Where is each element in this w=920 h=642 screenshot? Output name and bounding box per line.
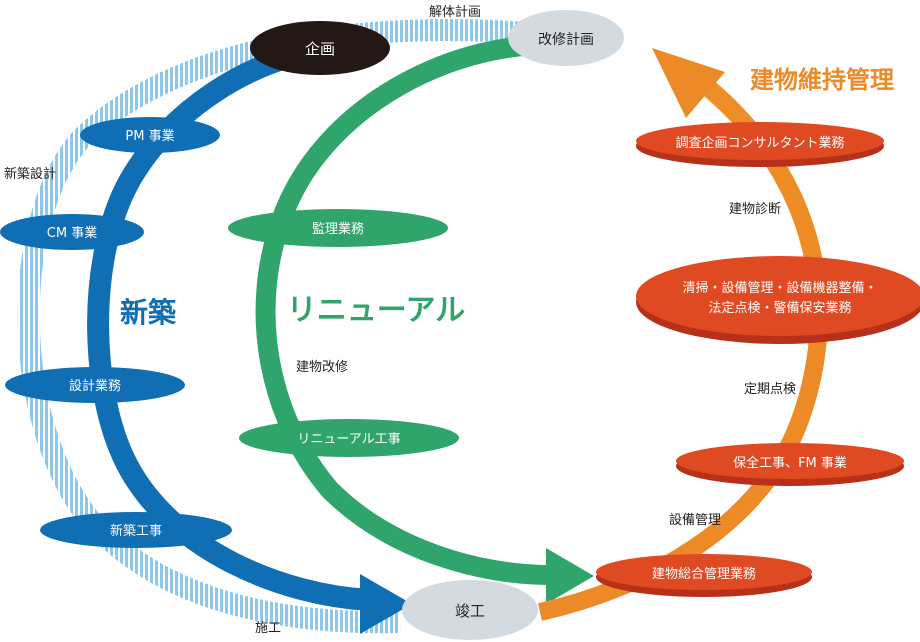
blue-arc — [87, 39, 371, 611]
title-iji: 建物維持管理 — [750, 66, 894, 94]
kaishu-keikaku-label: 改修計画 — [538, 32, 594, 48]
title-renewal: リニューアル — [287, 293, 466, 328]
title-shinchiku: 新築 — [120, 296, 177, 329]
kanri-label: 監理業務 — [312, 221, 364, 237]
label-setsubi: 設備管理 — [669, 512, 721, 528]
label-kaitai: 解体計画 — [429, 4, 481, 20]
seisou-label-2: 法定点検・警備保安業務 — [708, 300, 851, 316]
blue-arrowhead — [360, 574, 412, 634]
seisou-label-1: 清掃・設備管理・設備機器整備・ — [682, 280, 877, 296]
label-teiki: 定期点検 — [744, 382, 796, 397]
green-arc — [255, 34, 561, 585]
node-hozen: 保全工事、FM 事業 — [676, 443, 904, 486]
label-shindan: 建物診断 — [729, 201, 781, 217]
sougou-label: 建物総合管理業務 — [652, 566, 756, 582]
node-shunkou: 竣工 — [402, 580, 538, 640]
sekkei-label: 設計業務 — [69, 378, 121, 394]
label-shikou: 施工 — [255, 621, 281, 636]
shinchiku-kouji-label: 新築工事 — [110, 523, 162, 539]
node-kaishu-keikaku: 改修計画 — [508, 10, 624, 66]
chousa-label: 調査企画コンサルタント業務 — [675, 135, 844, 151]
cm-label: CM 事業 — [47, 225, 97, 241]
kikaku-label: 企画 — [305, 40, 335, 58]
node-shinchiku-kouji: 新築工事 — [40, 512, 232, 548]
green-arrowhead — [546, 548, 594, 604]
node-renewal-kouji: リニューアル工事 — [239, 419, 459, 457]
label-kaishu: 建物改修 — [296, 360, 348, 375]
hozen-label: 保全工事、FM 事業 — [733, 455, 847, 471]
orange-arrowhead — [652, 48, 725, 118]
node-kanri: 監理業務 — [228, 209, 448, 247]
node-cm: CM 事業 — [0, 214, 144, 250]
node-chousa: 調査企画コンサルタント業務 — [636, 122, 884, 167]
node-kikaku: 企画 — [250, 21, 390, 75]
node-sougou: 建物総合管理業務 — [596, 554, 812, 597]
node-pm: PM 事業 — [80, 117, 220, 153]
pm-label: PM 事業 — [125, 128, 174, 144]
label-shinchiku-sekkei: 新築設計 — [4, 166, 56, 182]
node-sekkei: 設計業務 — [5, 367, 185, 403]
shunkou-label: 竣工 — [455, 602, 485, 620]
node-seisou: 清掃・設備管理・設備機器整備・ 法定点検・警備保安業務 — [636, 256, 920, 344]
renewal-kouji-label: リニューアル工事 — [297, 432, 400, 447]
